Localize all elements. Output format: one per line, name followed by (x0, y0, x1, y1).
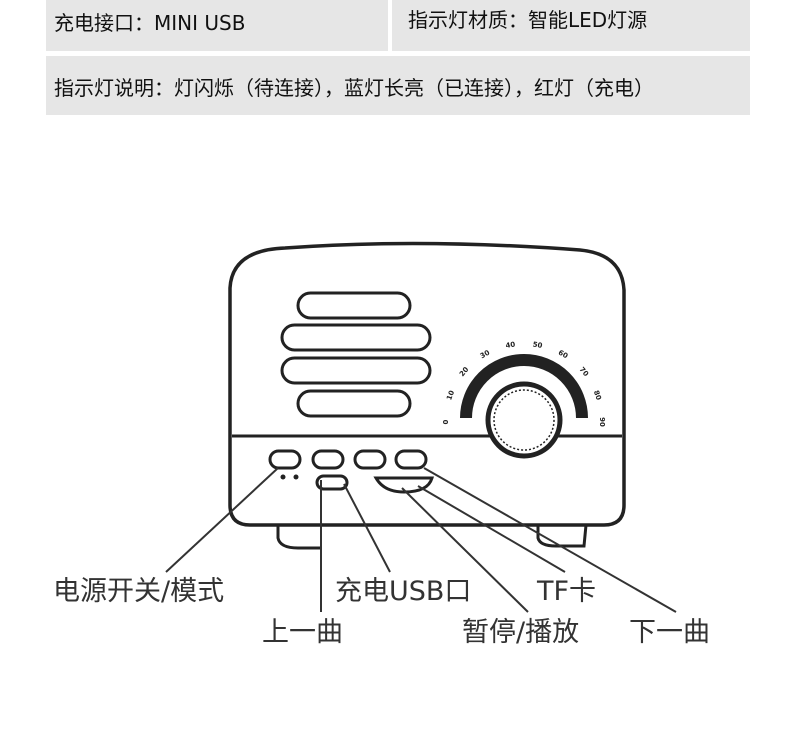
prev-track-button (311, 449, 345, 470)
indicator-material-spec: 指示灯材质：智能LED灯源 (408, 8, 648, 32)
dial-tick-labels: 0 10 20 30 40 50 60 70 80 90 (442, 340, 606, 427)
usb-port (315, 474, 349, 491)
label-play-pause: 暂停/播放 (462, 617, 580, 648)
dial: 0 10 20 30 40 50 60 70 80 90 (442, 340, 606, 459)
control-buttons (268, 449, 434, 494)
label-tf-card: TF卡 (537, 576, 597, 607)
label-charge-usb: 充电USB口 (335, 576, 472, 607)
tf-card-slot (373, 476, 434, 494)
dial-tick-80: 80 (592, 389, 603, 401)
dial-tick-10: 10 (445, 389, 456, 401)
dial-tick-50: 50 (532, 340, 543, 350)
dial-tick-70: 70 (578, 366, 590, 379)
dial-tick-40: 40 (505, 340, 516, 350)
cell-divider (388, 0, 392, 51)
label-power-mode: 电源开关/模式 (53, 576, 225, 607)
charging-port-spec: 充电接口：MINI USB (54, 11, 246, 35)
label-next-track: 下一曲 (629, 617, 710, 648)
dial-tick-60: 60 (557, 349, 570, 361)
speaker-feet (276, 524, 588, 550)
callout-lines (165, 467, 677, 613)
indicator-dots (280, 474, 299, 480)
label-prev-track: 上一曲 (262, 617, 343, 648)
spec-row-1: 充电接口：MINI USB 指示灯材质：智能LED灯源 (46, 0, 750, 51)
power-mode-button (268, 449, 302, 470)
dial-tick-30: 30 (479, 349, 492, 361)
dial-tick-90: 90 (598, 417, 606, 427)
row-gap (46, 51, 750, 56)
grille-slots (280, 291, 432, 418)
dial-tick-0: 0 (442, 419, 450, 424)
next-track-button (394, 449, 428, 470)
indicator-description: 指示灯说明：灯闪烁（待连接），蓝灯长亮（已连接），红灯（充电） (54, 76, 654, 100)
spec-row-2: 指示灯说明：灯闪烁（待连接），蓝灯长亮（已连接），红灯（充电） (46, 56, 750, 115)
dial-tick-20: 20 (458, 365, 470, 378)
play-pause-button (353, 449, 387, 470)
